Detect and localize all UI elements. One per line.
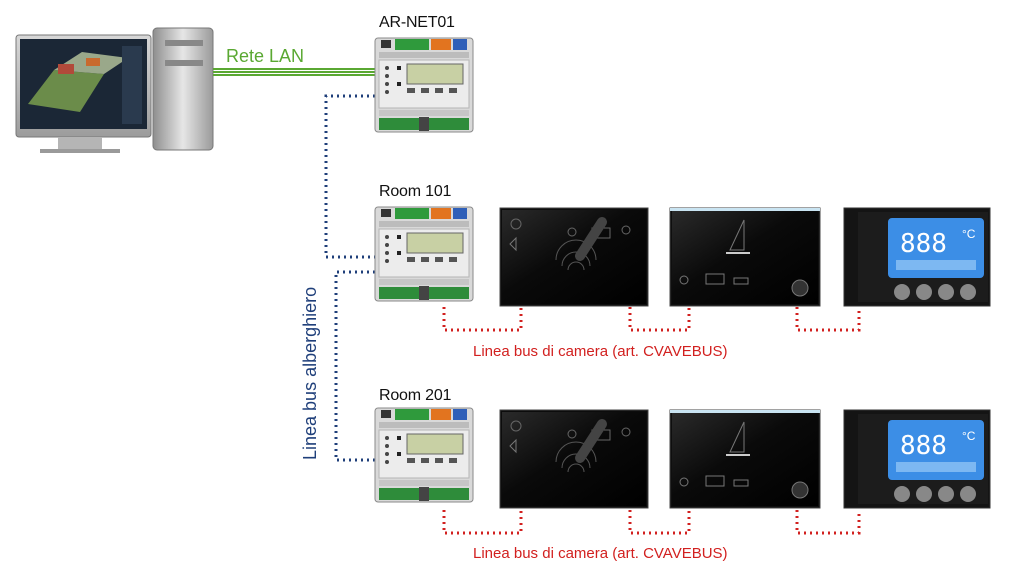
hotel-bus-line [324,94,375,462]
room-101-module [374,206,474,302]
desktop-computer-icon [15,27,214,153]
room-201-module [374,407,474,503]
keycard-reader-icon [500,208,648,306]
room-201-label: Room 201 [379,387,452,404]
thermostat-icon [843,207,991,307]
do-not-disturb-panel-icon [669,207,821,307]
hotel-bus-label: Linea bus alberghiero [300,286,320,460]
room-bus-label-1: Linea bus di camera (art. CVAVEBUS) [473,343,728,360]
thermostat-icon [843,409,991,509]
room-101-label: Room 101 [379,183,452,200]
room-bus-label-2: Linea bus di camera (art. CVAVEBUS) [473,545,728,562]
room-bus-line-2 [442,510,861,535]
room-bus-line-1 [442,307,861,332]
do-not-disturb-panel-icon [669,409,821,509]
gateway-label: AR-NET01 [379,14,455,31]
gateway-module [374,37,474,133]
lan-cable [213,68,375,76]
keycard-reader-icon [500,410,648,508]
lan-label: Rete LAN [226,46,305,66]
